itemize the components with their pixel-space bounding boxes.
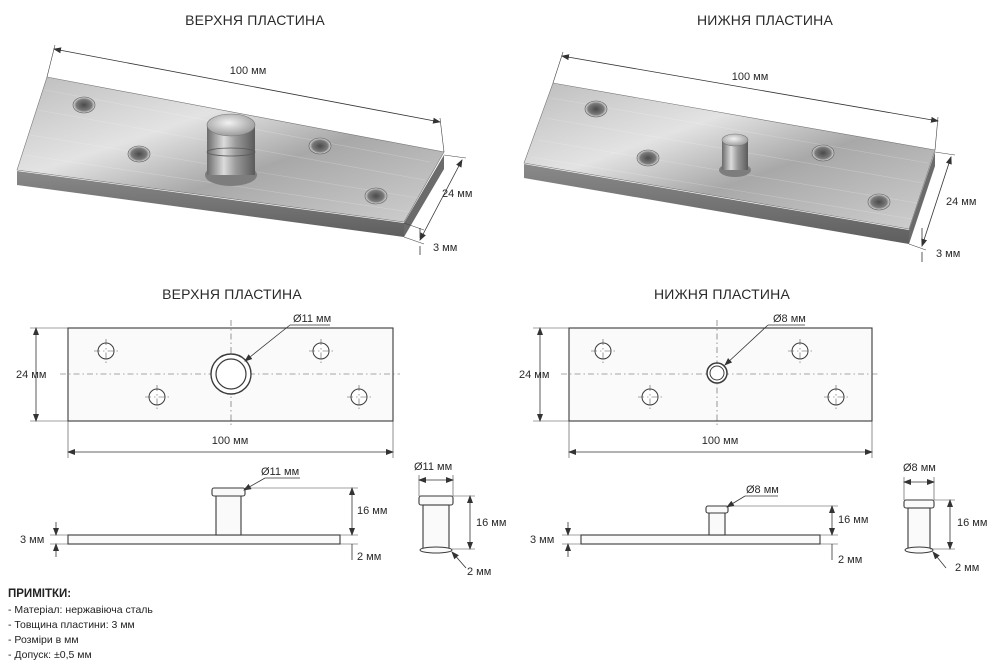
iso-lower-width: 24 мм: [946, 196, 976, 208]
notes-block: ПРИМІТКИ: - Матеріал: нержавіюча сталь -…: [8, 587, 153, 663]
notes-item: - Матеріал: нержавіюча сталь: [8, 604, 153, 616]
iso-upper-width: 24 мм: [442, 188, 472, 200]
top-lower-length: 100 мм: [702, 435, 739, 447]
pin-detail-upper: [418, 475, 475, 569]
iso-upper-plate: [16, 44, 467, 255]
pin-lower-collar: 2 мм: [955, 562, 979, 574]
top-view-upper: [30, 320, 400, 458]
pin-lower-dia: Ø8 мм: [903, 462, 936, 474]
side-lower-thickness: 3 мм: [530, 534, 554, 546]
side-view-lower: [562, 495, 838, 560]
iso-lower-length: 100 мм: [732, 71, 769, 83]
pin-upper-dia: Ø11 мм: [414, 461, 452, 473]
side-upper-thickness: 3 мм: [20, 534, 44, 546]
side-lower-collar: 2 мм: [838, 554, 862, 566]
top-upper-length: 100 мм: [212, 435, 249, 447]
side-lower-pin-dia: Ø8 мм: [746, 484, 779, 496]
top-upper-pin-dia: Ø11 мм: [293, 313, 331, 325]
top-upper-width: 24 мм: [16, 369, 46, 381]
pin-upper-height: 16 мм: [476, 517, 506, 529]
side-lower-pin-height: 16 мм: [838, 514, 868, 526]
notes-item: - Допуск: ±0,5 мм: [8, 649, 92, 661]
title-mid-right: НИЖНЯ ПЛАСТИНА: [654, 286, 790, 302]
side-upper-collar: 2 мм: [357, 551, 381, 563]
notes-heading: ПРИМІТКИ:: [8, 588, 72, 600]
iso-upper-thickness: 3 мм: [433, 242, 457, 254]
top-lower-width: 24 мм: [519, 369, 549, 381]
iso-lower-thickness: 3 мм: [936, 248, 960, 260]
title-top-left: ВЕРХНЯ ПЛАСТИНА: [185, 12, 325, 28]
title-mid-left: ВЕРХНЯ ПЛАСТИНА: [162, 286, 302, 302]
top-lower-pin-dia: Ø8 мм: [773, 313, 806, 325]
top-view-lower: [533, 320, 880, 458]
pin-detail-lower: [903, 477, 955, 569]
side-upper-pin-height: 16 мм: [357, 505, 387, 517]
side-view-upper: [50, 477, 358, 560]
notes-item: - Товщина пластини: 3 мм: [8, 619, 135, 631]
pin-upper-collar: 2 мм: [467, 566, 491, 578]
iso-upper-length: 100 мм: [230, 65, 267, 77]
title-top-right: НИЖНЯ ПЛАСТИНА: [697, 12, 833, 28]
side-upper-pin-dia: Ø11 мм: [261, 466, 299, 478]
iso-lower-plate: [523, 51, 956, 262]
pin-lower-height: 16 мм: [957, 517, 987, 529]
notes-item: - Розміри в мм: [8, 634, 79, 646]
